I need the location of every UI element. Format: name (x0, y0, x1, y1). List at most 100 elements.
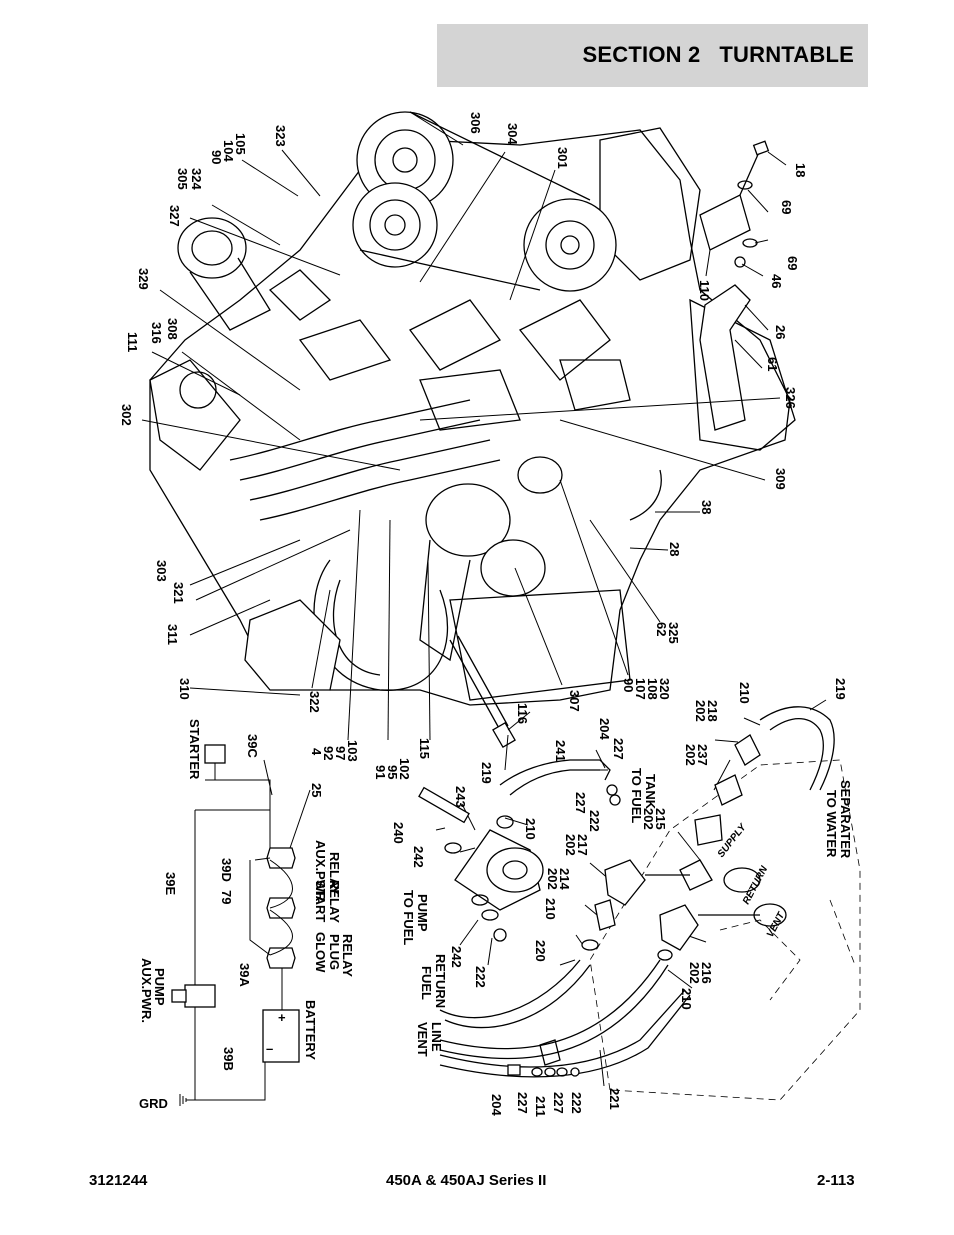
callout-307: 307 (567, 690, 582, 712)
callout-242-a: 242 (411, 846, 426, 868)
label-glow-plug-line3: RELAY (340, 934, 355, 977)
callout-324: 324 (189, 168, 204, 190)
elbow-fitting-216 (659, 904, 699, 951)
glow-plug-relay (266, 947, 296, 969)
label-to-fuel-tank-line1: TO FUEL (629, 768, 644, 823)
callout-242-b: 242 (449, 946, 464, 968)
pulley-middle (352, 182, 438, 268)
callout-39e: 39E (163, 872, 178, 895)
label-glow-plug-line2: PLUG (327, 934, 342, 970)
callout-321: 321 (171, 582, 186, 604)
callout-38: 38 (699, 500, 714, 514)
callout-110: 110 (697, 280, 712, 301)
callout-107: 107 (633, 678, 648, 700)
label-to-fuel-pump-line2: PUMP (415, 894, 430, 932)
callout-69-b: 69 (785, 256, 800, 270)
callout-326: 326 (783, 387, 798, 409)
callout-202-f: 202 (687, 962, 702, 984)
label-aux-pump-line1: AUX.PWR. (139, 958, 154, 1023)
callout-214: 214 (557, 868, 572, 890)
callout-39c: 39C (245, 734, 260, 758)
label-glow-plug-line1: GLOW (313, 932, 328, 973)
battery-positive: + (278, 1010, 286, 1025)
callout-28: 28 (667, 542, 682, 556)
callout-219-a: 219 (479, 762, 494, 784)
callout-61: 61 (765, 357, 780, 371)
callout-222-c: 222 (569, 1092, 584, 1114)
aux-pump-box (184, 984, 216, 1008)
callout-305: 305 (175, 168, 190, 190)
callout-25: 25 (309, 783, 324, 797)
callout-322: 322 (307, 691, 322, 713)
callout-202-b: 202 (683, 744, 698, 766)
callout-46: 46 (769, 274, 784, 288)
callout-116: 116 (515, 703, 530, 724)
callout-329: 329 (136, 268, 151, 290)
doc-number: 3121244 (89, 1172, 148, 1189)
callout-39d: 39D (219, 858, 234, 882)
callout-105: 105 (233, 133, 248, 155)
callout-220: 220 (533, 940, 548, 962)
callout-108: 108 (645, 678, 660, 700)
callout-4: 4 (309, 748, 324, 756)
air-cleaner (177, 217, 247, 279)
callout-204-b: 204 (489, 1094, 504, 1116)
label-fuel-return-line2: RETURN (433, 954, 448, 1008)
callout-222-b: 222 (473, 966, 488, 988)
fuel-lines (418, 706, 861, 1101)
callout-215: 215 (653, 808, 668, 830)
electrical-schematic (171, 744, 300, 1106)
callout-320: 320 (657, 678, 672, 700)
callout-39a: 39A (237, 963, 252, 987)
callout-102: 102 (397, 758, 412, 780)
callout-210-d: 210 (679, 988, 694, 1010)
callout-302: 302 (119, 404, 134, 426)
callout-210-b: 210 (523, 818, 538, 840)
label-to-water-separater-line2: SEPARATER (838, 780, 853, 859)
callout-222-a: 222 (587, 810, 602, 832)
pulley-right (523, 198, 617, 292)
label-start-relay-line1: START (313, 880, 328, 922)
label-vent-line-line1: VENT (415, 1022, 430, 1057)
callout-69-a: 69 (779, 200, 794, 214)
callout-104: 104 (221, 140, 236, 162)
callout-39b: 39B (221, 1047, 236, 1071)
callout-216: 216 (699, 962, 714, 984)
fuel-filter (425, 483, 511, 557)
label-to-water-separater-line1: TO WATER (824, 790, 839, 858)
model-name: 450A & 450AJ Series II (386, 1172, 547, 1189)
callout-210-c: 210 (543, 898, 558, 920)
starter-box (204, 744, 226, 764)
callout-219-b: 219 (833, 678, 848, 700)
callout-316: 316 (149, 322, 164, 344)
callout-237: 237 (695, 744, 710, 766)
callout-labels: 90 104 105 323 306 304 301 18 69 69 46 1… (119, 112, 848, 1117)
callout-18: 18 (793, 163, 808, 177)
callout-240: 240 (391, 822, 406, 844)
label-battery: BATTERY (303, 1000, 318, 1060)
page-number: 2-113 (817, 1172, 855, 1189)
callout-243: 243 (453, 786, 468, 808)
exhaust-pipe (699, 284, 751, 431)
callout-241: 241 (553, 740, 568, 762)
callout-97: 97 (333, 746, 348, 760)
battery-negative: – (266, 1041, 273, 1056)
callout-90-b: 90 (621, 678, 636, 692)
label-return: RETURN (741, 864, 771, 907)
label-aux-pwr-relay-line2: RELAY (327, 852, 342, 895)
callout-308: 308 (165, 318, 180, 340)
callout-303: 303 (154, 560, 169, 582)
label-aux-pwr-relay-line1: AUX.PWR. (313, 840, 328, 905)
callout-227-a: 227 (611, 738, 626, 760)
label-vent-line-line2: LINE (429, 1022, 444, 1052)
callout-325: 325 (666, 622, 681, 644)
callout-310: 310 (177, 678, 192, 700)
callout-115: 115 (417, 738, 432, 759)
callout-202-d: 202 (563, 834, 578, 856)
engine-assembly-drawing (149, 111, 796, 749)
callout-26: 26 (773, 325, 788, 339)
callout-204-a: 204 (597, 718, 612, 740)
section-title: SECTION 2 TURNTABLE (582, 42, 854, 67)
callout-202-e: 202 (545, 868, 560, 890)
